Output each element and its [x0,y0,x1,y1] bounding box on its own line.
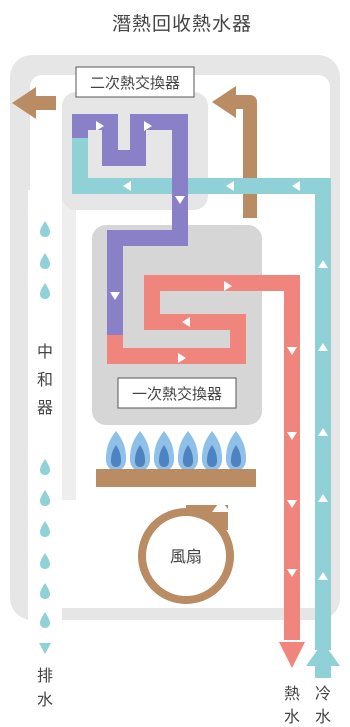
water-drop-icon [40,583,50,599]
flow-arrow [318,572,328,580]
flow-arrow [110,292,120,300]
drain-side-label-char: 器 [37,398,53,417]
water-drop-icon [40,221,50,237]
water-drop-icon [40,521,50,537]
flow-arrow [287,432,297,440]
condensate-drops [40,221,50,628]
fan-air-arrow [212,500,230,512]
cold-water-inlet-arrow [306,642,340,666]
water-drop-icon [40,459,50,475]
flow-arrow [175,196,185,204]
outer-exhaust-duct [0,92,10,114]
flow-arrow [96,121,104,131]
fan [138,508,234,604]
water-drop-icon [40,612,50,628]
exhaust-outlet-notch [44,96,56,110]
flow-arrow [224,281,232,291]
water-drop-icon [40,253,50,269]
secondary-exchanger-tag [75,66,195,98]
flow-arrow [144,121,152,131]
drain-channel-shadow [62,190,76,500]
drain-side-label-char: 中 [37,342,53,361]
flow-arrows [96,121,328,580]
flow-arrow [292,181,300,191]
diagram-title: 潛熱回收熱水器 [112,13,252,35]
flame [202,431,222,471]
flame [130,431,150,471]
water-drop-icon [40,490,50,506]
water-drop-icon [40,553,50,569]
drain-outlet-label-char: 排 [37,666,53,685]
flame [226,431,246,471]
flow-arrow [178,353,186,363]
hot-water-label-char: 水 [284,707,300,726]
fan-label: 風扇 [170,547,202,566]
primary-exchanger-tag [117,377,237,409]
flow-arrow [318,343,328,351]
drain-outlet-label-char: 水 [37,690,53,709]
water-drop-icon [40,283,50,299]
flow-arrow [318,494,328,502]
cold-water-label-char: 冷 [315,684,331,703]
drain-outlet-arrow [39,643,51,654]
flame [154,431,174,471]
burner-flames [106,431,246,471]
cold-water-label-char: 水 [315,707,331,726]
secondary-exchanger-coil [72,114,188,335]
flow-arrow [123,181,131,191]
hot-water-outlet-arrow [279,642,305,668]
flow-arrow [182,317,190,327]
exhaust-outlet-arrow [12,87,36,119]
flow-arrow [287,347,297,355]
flow-arrow [226,181,234,191]
exhaust-flue-arrow [212,86,236,118]
flow-arrow [318,428,328,436]
cold-water-inlet-stem [315,664,331,678]
flame [178,431,198,471]
primary-exchanger-coil [107,275,300,640]
flow-arrow [318,260,328,268]
drain-side-label-char: 和 [37,370,53,389]
hot-water-label-char: 熱 [284,684,300,703]
flame [106,431,126,471]
primary-exchanger-label: 一次熱交換器 [132,385,222,403]
cold-water-pipe [72,136,331,650]
flow-arrow [287,500,297,508]
secondary-exchanger-label: 二次熱交換器 [90,74,180,92]
burner-bar [96,469,256,487]
flow-arrow [287,569,297,577]
